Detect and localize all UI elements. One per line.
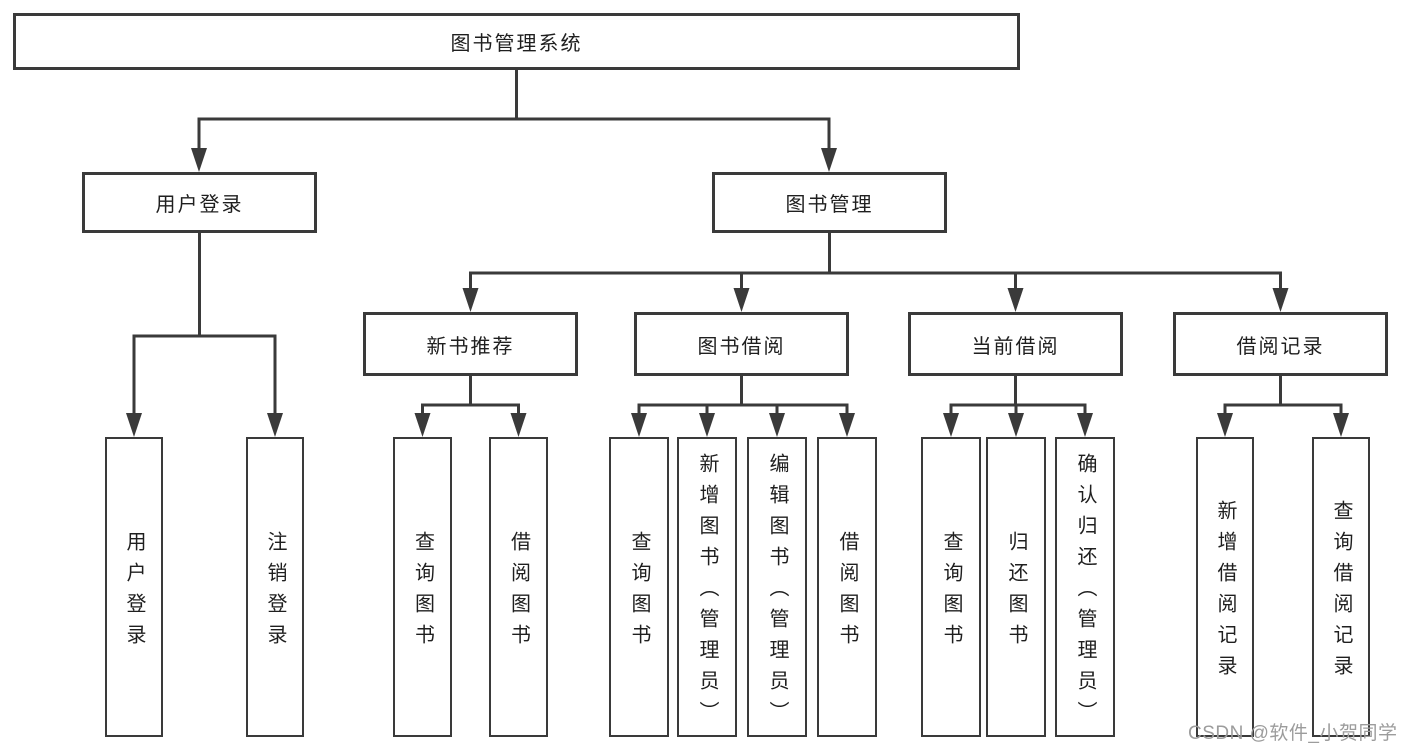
leaf-user-login: 用户登录 bbox=[105, 437, 163, 737]
leaf-query-books: 查询图书 bbox=[393, 437, 452, 737]
node-label: 归还图书 bbox=[1005, 530, 1027, 655]
node-book-borrowing: 图书借阅 bbox=[634, 312, 849, 376]
node-label: 注销登录 bbox=[264, 530, 286, 655]
node-current-borrowing: 当前借阅 bbox=[908, 312, 1123, 376]
node-library-management-system: 图书管理系统 bbox=[13, 13, 1020, 70]
node-label: 查询图书 bbox=[628, 530, 650, 655]
leaf-add-borrow-record: 新增借阅记录 bbox=[1196, 437, 1254, 737]
node-label: 图书管理系统 bbox=[450, 33, 583, 55]
node-book-management: 图书管理 bbox=[712, 172, 947, 233]
node-label: 借阅图书 bbox=[507, 530, 530, 655]
node-label: 新增借阅记录 bbox=[1214, 499, 1236, 686]
node-label: 编辑图书（管理员） bbox=[766, 453, 788, 732]
node-label: 借阅记录 bbox=[1236, 335, 1325, 358]
node-label: 用户登录 bbox=[123, 530, 145, 655]
leaf-borrow-books: 借阅图书 bbox=[489, 437, 548, 737]
node-label: 新增图书（管理员） bbox=[696, 453, 718, 732]
leaf-return-books: 归还图书 bbox=[986, 437, 1046, 737]
leaf-confirm-return-admin: 确认归还（管理员） bbox=[1055, 437, 1115, 737]
node-label: 当前借阅 bbox=[971, 335, 1060, 358]
node-label: 新书推荐 bbox=[426, 335, 515, 358]
leaf-edit-books-admin: 编辑图书（管理员） bbox=[747, 437, 807, 737]
node-new-book-recommendation: 新书推荐 bbox=[363, 312, 578, 376]
node-user-login: 用户登录 bbox=[82, 172, 317, 233]
arrowheads bbox=[126, 148, 1349, 437]
leaf-logout: 注销登录 bbox=[246, 437, 304, 737]
leaf-query-books: 查询图书 bbox=[609, 437, 669, 737]
node-label: 查询借阅记录 bbox=[1330, 499, 1352, 686]
node-label: 借阅图书 bbox=[836, 530, 858, 655]
node-label: 查询图书 bbox=[411, 530, 434, 655]
node-borrowing-records: 借阅记录 bbox=[1173, 312, 1388, 376]
node-label: 图书借阅 bbox=[697, 335, 786, 358]
leaf-query-books: 查询图书 bbox=[921, 437, 981, 737]
node-label: 确认归还（管理员） bbox=[1074, 453, 1096, 732]
node-label: 用户登录 bbox=[155, 194, 244, 216]
leaf-query-borrow-record: 查询借阅记录 bbox=[1312, 437, 1370, 737]
leaf-add-books-admin: 新增图书（管理员） bbox=[677, 437, 737, 737]
node-label: 图书管理 bbox=[785, 194, 874, 216]
leaf-borrow-books: 借阅图书 bbox=[817, 437, 877, 737]
csdn-watermark: CSDN @软件_小贺同学 bbox=[1188, 723, 1398, 744]
node-label: 查询图书 bbox=[940, 530, 962, 655]
